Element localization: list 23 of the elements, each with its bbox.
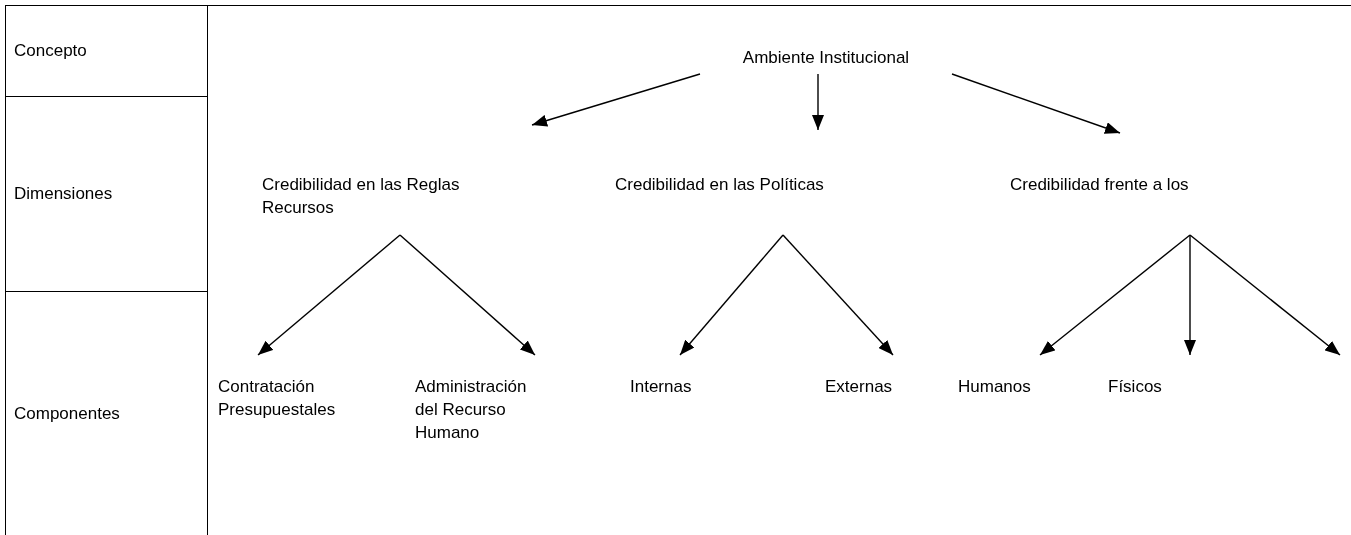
node-label: Externas	[825, 376, 893, 398]
row-header-cell-text: Componentes	[13, 402, 121, 425]
row-header-cell: Concepto	[6, 5, 207, 97]
node-label: Internas	[630, 376, 692, 398]
arrow	[1039, 234, 1191, 356]
node-label: Administración del Recurso Humano	[415, 376, 528, 444]
node-label: Ambiente Institucional	[742, 47, 910, 69]
arrow	[951, 73, 1121, 134]
arrow	[1184, 234, 1196, 356]
node-label: Físicos	[1108, 376, 1162, 398]
arrow	[257, 234, 401, 356]
node-label: Credibilidad frente a los	[1010, 174, 1189, 196]
arrow	[812, 73, 824, 131]
arrow	[1189, 234, 1341, 356]
arrow	[782, 234, 894, 356]
node-label: Credibilidad en las Reglas Recursos	[262, 174, 461, 219]
row-header-cell: Dimensiones	[6, 97, 207, 292]
arrow	[679, 234, 784, 356]
arrow	[399, 234, 536, 356]
node-label: Humanos	[958, 376, 1031, 398]
node-label: Contratación Presupuestales	[218, 376, 337, 421]
arrow	[531, 73, 701, 127]
node-label: Credibilidad en las Políticas	[615, 174, 824, 196]
